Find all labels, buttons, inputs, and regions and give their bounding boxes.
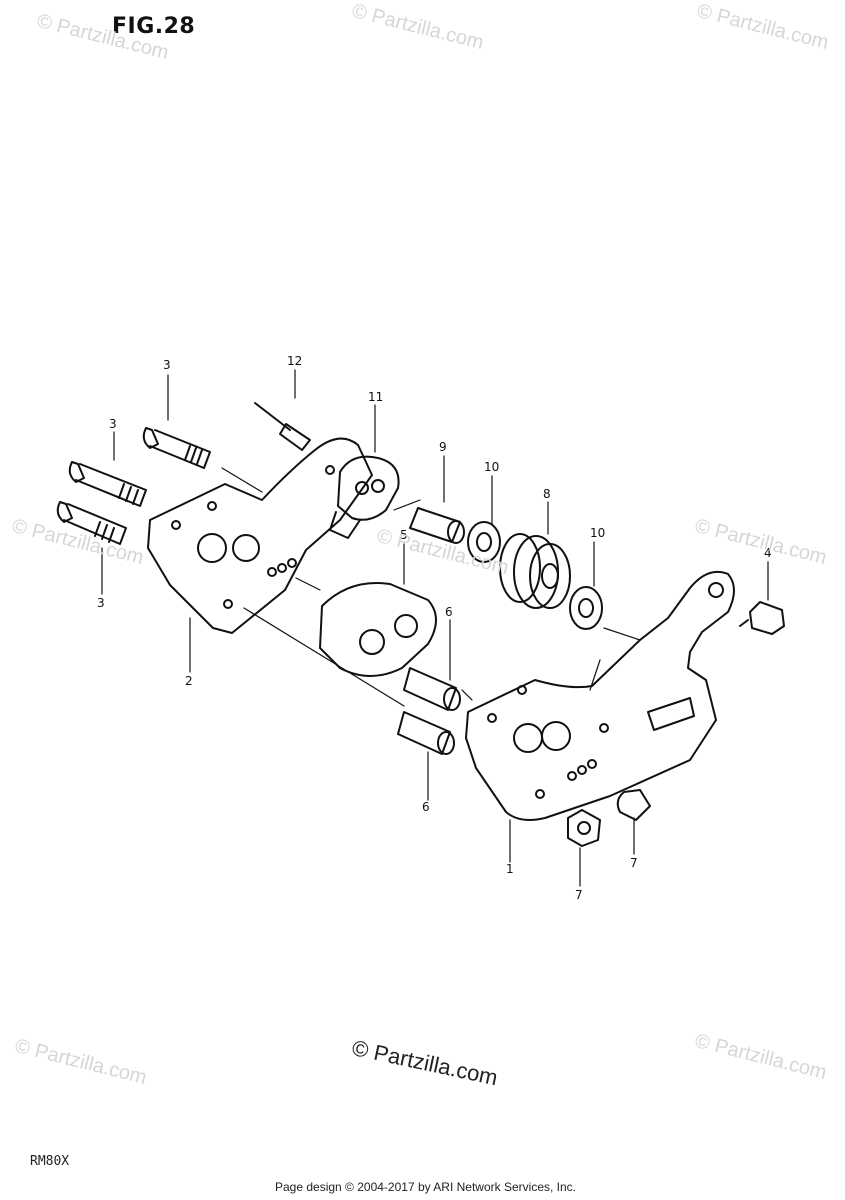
callout-3-middle: 3 <box>109 417 117 431</box>
leader-lines <box>101 369 769 887</box>
figure-title: FIG.28 <box>112 14 196 39</box>
clip-7 <box>616 789 651 821</box>
washer-10-left <box>467 521 501 563</box>
nut-7 <box>567 809 601 847</box>
callout-2: 2 <box>185 674 193 688</box>
collar-6-lower <box>397 711 455 755</box>
mount-block-11 <box>329 455 400 539</box>
bracket-plate-2 <box>147 437 373 634</box>
callout-6-upper: 6 <box>445 605 453 619</box>
callout-11: 11 <box>368 390 384 404</box>
callout-10-right: 10 <box>590 526 606 540</box>
collar-6-upper <box>403 667 461 711</box>
callout-3-bottom: 3 <box>97 596 105 610</box>
callout-3-top: 3 <box>163 358 171 372</box>
bolt-3-middle <box>68 461 147 507</box>
callout-9: 9 <box>439 440 447 454</box>
callout-5: 5 <box>400 528 408 542</box>
bolt-3-bottom <box>56 501 127 545</box>
washer-10-right <box>569 586 603 630</box>
callout-7-clip: 7 <box>630 856 638 870</box>
damper-8 <box>499 533 571 609</box>
callout-1: 1 <box>506 862 514 876</box>
model-code: RM80X <box>30 1154 70 1169</box>
bracket-plate-1 <box>465 570 735 821</box>
pin-12 <box>254 402 311 451</box>
callout-6-lower: 6 <box>422 800 430 814</box>
collar-9 <box>409 507 465 544</box>
bolt-3-top <box>142 427 211 469</box>
rubber-mount-5 <box>319 582 437 677</box>
callout-10-left: 10 <box>484 460 500 474</box>
bolt-4 <box>739 601 785 635</box>
callout-8: 8 <box>543 487 551 501</box>
page-footer: Page design © 2004-2017 by ARI Network S… <box>275 1180 577 1194</box>
callout-4: 4 <box>764 546 772 560</box>
callout-12: 12 <box>287 354 303 368</box>
callout-7-nut: 7 <box>575 888 583 902</box>
